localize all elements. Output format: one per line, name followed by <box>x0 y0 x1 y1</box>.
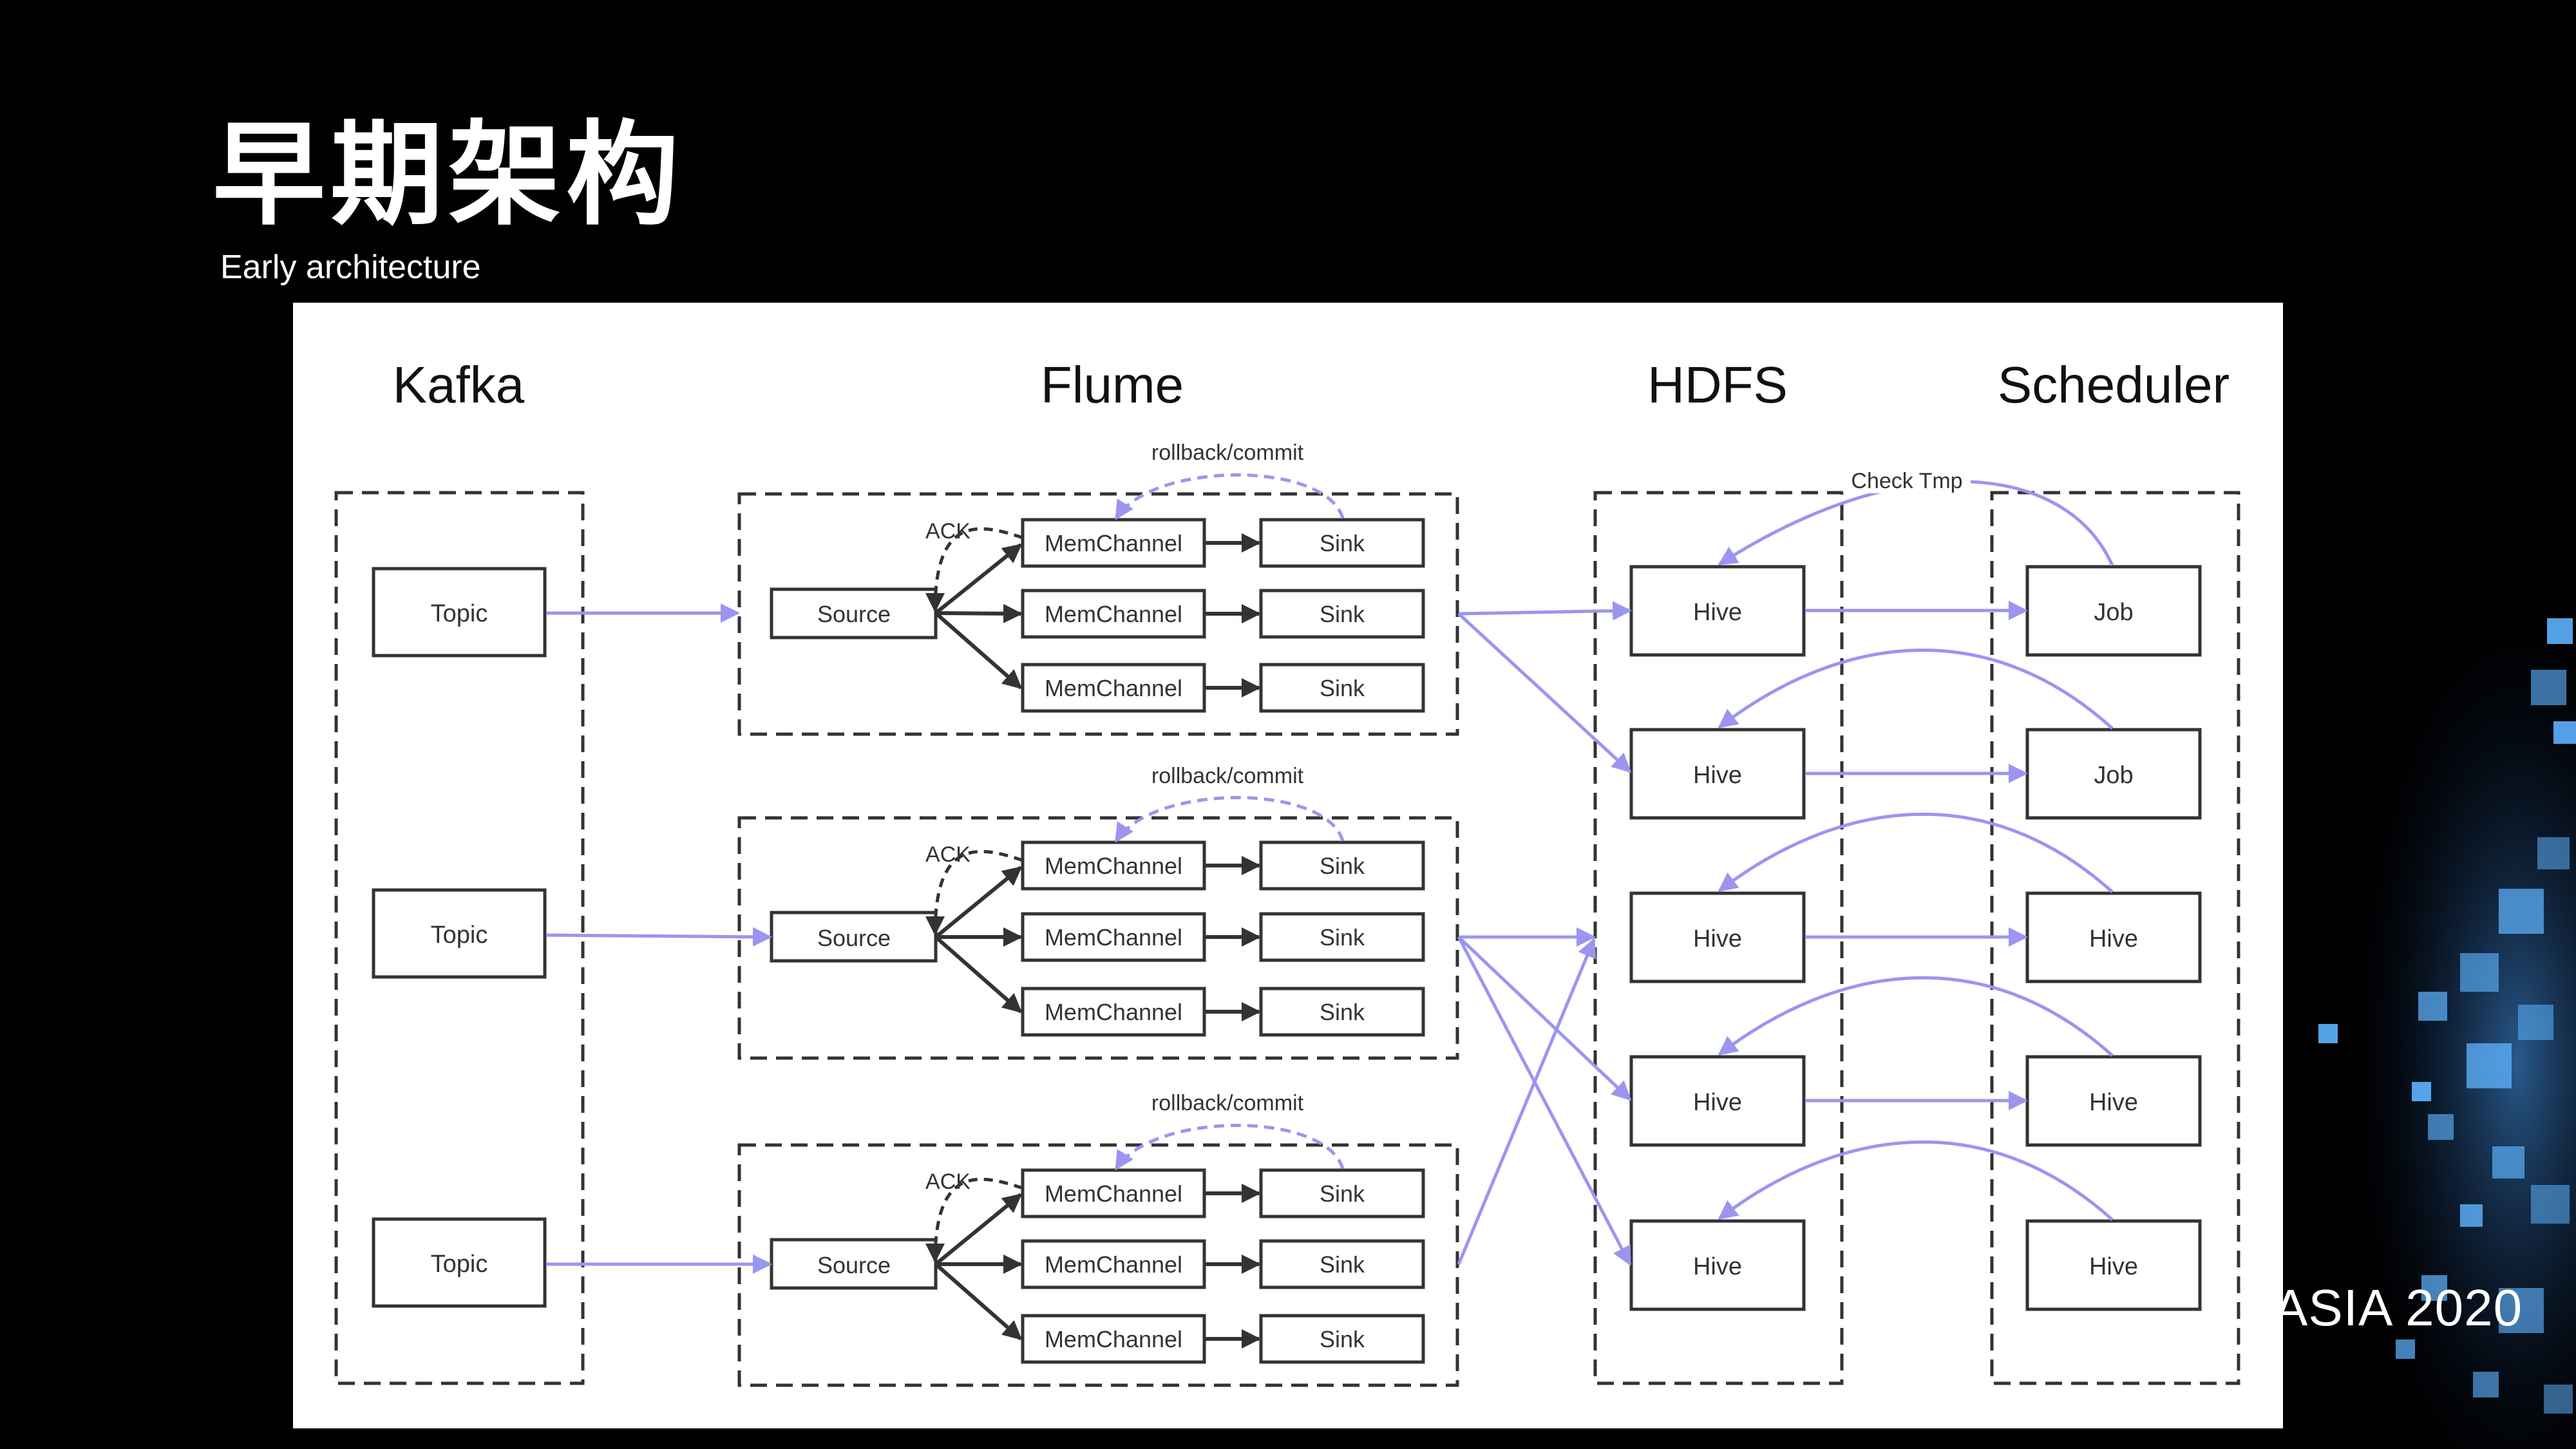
hdfs-hive-table: Hive <box>1629 891 1806 983</box>
column-header-hdfs: HDFS <box>1647 356 1788 413</box>
svg-text:Topic: Topic <box>431 1251 488 1278</box>
data-flow-arrows <box>545 601 2028 1274</box>
sink-box <box>1259 1314 1425 1364</box>
architecture-diagram: Kafka Flume HDFS Scheduler Topic Topic T… <box>293 303 2283 1428</box>
flume-group: Source MemChannel MemChannel MemChannel … <box>770 440 1425 713</box>
sink-box <box>1259 589 1425 639</box>
check-tmp-label-bg <box>1843 465 1971 493</box>
sink-label: Sink <box>1320 999 1365 1025</box>
sink-label: Sink <box>1320 1326 1365 1352</box>
flume-group: Source MemChannel MemChannel MemChannel … <box>770 764 1425 1037</box>
sink-box <box>1259 840 1425 891</box>
sink-box <box>1259 518 1425 568</box>
slide-title: 早期架构 <box>213 110 684 241</box>
flume-internal-arrows <box>934 856 1261 1021</box>
memchannel-box <box>1021 912 1206 962</box>
column-header-scheduler: Scheduler <box>1998 356 2230 413</box>
event-label: ASIA 2020 <box>2273 1279 2523 1336</box>
rollback-commit-label: rollback/commit <box>1151 764 1304 788</box>
source-label: Source <box>817 925 891 951</box>
scheduler-item: Hive <box>2025 891 2202 983</box>
memchannel-box <box>1021 1314 1206 1364</box>
svg-text:Hive: Hive <box>2089 925 2138 952</box>
svg-text:Job: Job <box>2094 762 2133 789</box>
memchannel-label: MemChannel <box>1045 1326 1182 1352</box>
sink-label: Sink <box>1320 530 1365 556</box>
memchannel-label: MemChannel <box>1045 999 1182 1025</box>
scheduler-item: Job <box>2025 728 2202 820</box>
flume-group-3 <box>737 1143 1459 1387</box>
slide-subtitle: Early architecture <box>220 249 481 286</box>
flume-internal-arrows <box>934 1184 1261 1349</box>
memchannel-label: MemChannel <box>1045 853 1182 879</box>
memchannel-label: MemChannel <box>1045 1180 1182 1207</box>
ack-label: ACK <box>925 1170 971 1194</box>
sink-label: Sink <box>1320 601 1365 627</box>
memchannel-box <box>1021 987 1206 1037</box>
kafka-topic: Topic <box>372 888 547 979</box>
scheduler-item: Hive <box>2025 1055 2202 1147</box>
hdfs-hive-table: Hive <box>1629 1219 1806 1311</box>
memchannel-box <box>1021 840 1206 891</box>
kafka-topic: Topic <box>372 1217 547 1308</box>
memchannel-box <box>1021 663 1206 713</box>
kafka-container <box>334 491 585 1385</box>
rollback-commit-arrow <box>1114 796 1345 843</box>
memchannel-label: MemChannel <box>1045 530 1182 556</box>
check-tmp-label: Check Tmp <box>1851 469 1962 493</box>
rollback-commit-label: rollback/commit <box>1151 440 1304 465</box>
memchannel-box <box>1021 518 1206 568</box>
sink-box <box>1259 1168 1425 1218</box>
sink-label: Sink <box>1320 675 1365 701</box>
memchannel-box <box>1021 1239 1206 1289</box>
ack-label: ACK <box>925 842 971 867</box>
svg-text:Hive: Hive <box>2089 1089 2138 1116</box>
ack-arrow <box>925 849 1023 936</box>
rollback-commit-label: rollback/commit <box>1151 1091 1304 1115</box>
svg-text:Hive: Hive <box>1693 599 1742 626</box>
svg-text:Hive: Hive <box>2089 1253 2138 1280</box>
flume-internal-arrows <box>934 533 1261 697</box>
hdfs-hive-table: Hive <box>1629 1055 1806 1147</box>
svg-text:Job: Job <box>2094 599 2133 626</box>
memchannel-label: MemChannel <box>1045 675 1182 701</box>
memchannel-label: MemChannel <box>1045 1251 1182 1278</box>
source-label: Source <box>817 601 891 627</box>
sink-box <box>1259 1239 1425 1289</box>
hdfs-hive-table: Hive <box>1629 565 1806 657</box>
svg-text:Hive: Hive <box>1693 1253 1742 1280</box>
column-header-kafka: Kafka <box>393 356 525 413</box>
ack-arrow <box>925 1177 1023 1263</box>
scheduler-item: Job <box>2025 565 2202 657</box>
svg-text:Hive: Hive <box>1693 925 1742 952</box>
ack-label: ACK <box>925 519 971 544</box>
column-header-flume: Flume <box>1041 356 1184 413</box>
memchannel-box <box>1021 589 1206 639</box>
flume-group: Source MemChannel MemChannel MemChannel … <box>770 1091 1425 1364</box>
svg-text:Hive: Hive <box>1693 1089 1742 1116</box>
svg-text:Topic: Topic <box>431 600 488 627</box>
sink-box <box>1259 987 1425 1037</box>
memchannel-label: MemChannel <box>1045 601 1182 627</box>
svg-text:Topic: Topic <box>431 922 488 949</box>
flume-group-1 <box>737 492 1459 736</box>
sink-label: Sink <box>1320 924 1365 951</box>
memchannel-label: MemChannel <box>1045 924 1182 951</box>
rollback-commit-arrow <box>1114 1124 1345 1171</box>
scheduler-item: Hive <box>2025 1219 2202 1311</box>
rollback-commit-arrow <box>1114 473 1345 520</box>
hdfs-hive-table: Hive <box>1629 728 1806 820</box>
source-label: Source <box>817 1252 891 1278</box>
kafka-topic: Topic <box>372 567 547 658</box>
sink-label: Sink <box>1320 853 1365 879</box>
sink-label: Sink <box>1320 1251 1365 1278</box>
ack-arrow <box>925 527 1023 612</box>
sink-box <box>1259 912 1425 962</box>
svg-text:Hive: Hive <box>1693 762 1742 789</box>
sink-box <box>1259 663 1425 713</box>
sink-label: Sink <box>1320 1180 1365 1207</box>
